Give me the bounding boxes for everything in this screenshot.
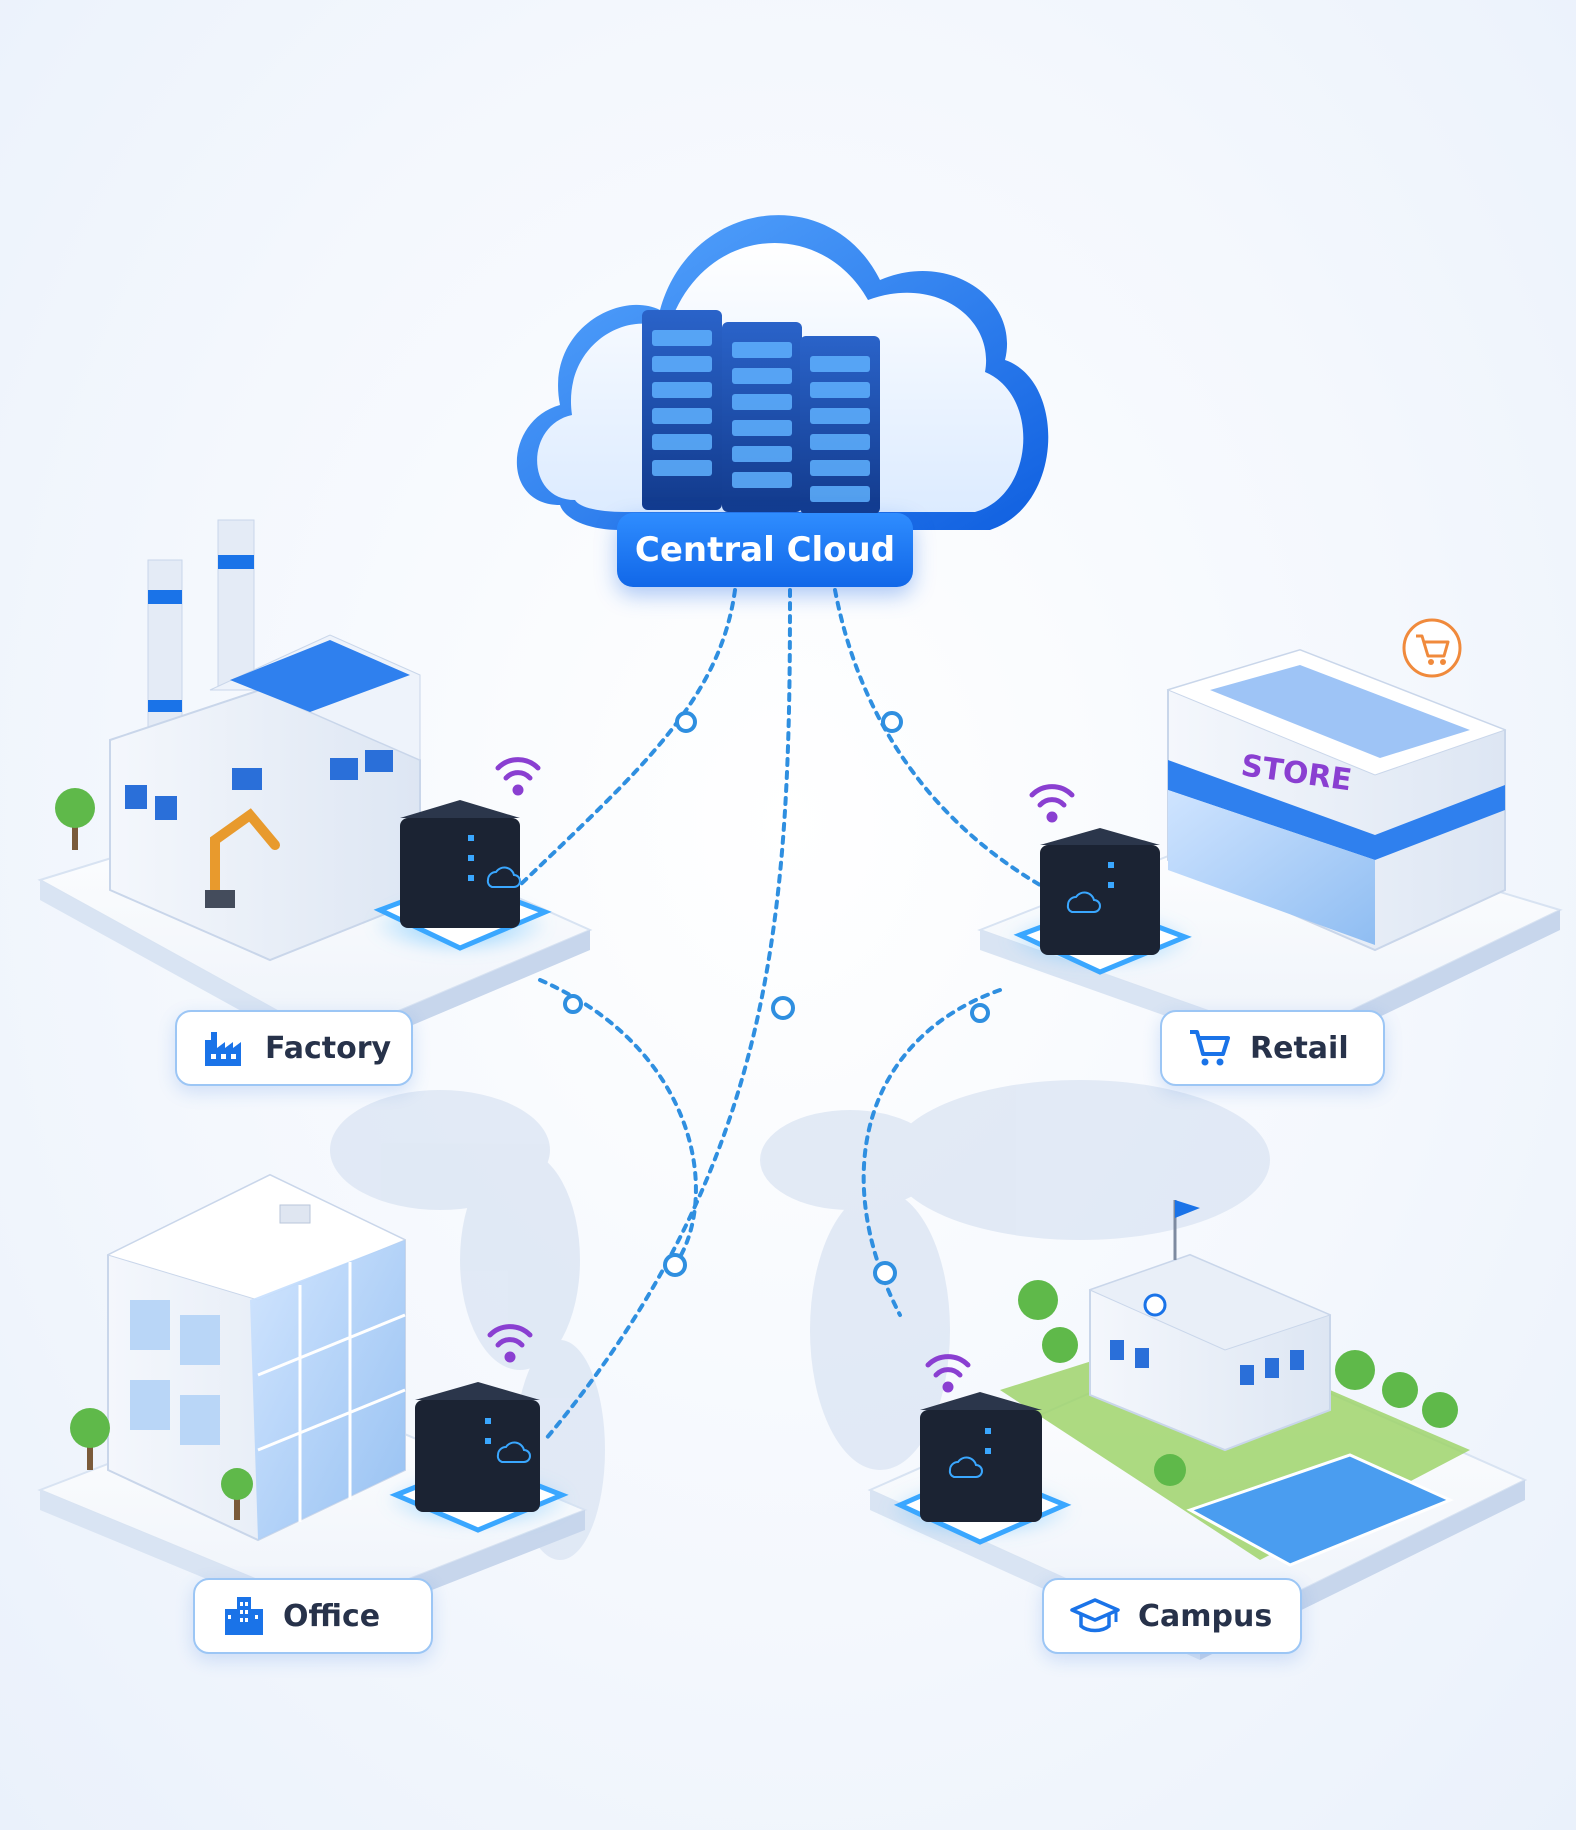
central-cloud-label: Central Cloud [617, 513, 913, 587]
factory-icon [205, 1032, 241, 1066]
edge-device-factory [370, 800, 552, 955]
server-rack-icon [642, 310, 880, 514]
tree-icon [70, 1408, 253, 1520]
link-factory-office [538, 978, 698, 1267]
tree-icon [1018, 1280, 1458, 1486]
cart-badge-icon [1402, 618, 1462, 678]
link-cloud-office [543, 588, 792, 1442]
site-label-text: Office [283, 1598, 381, 1634]
site-label-text: Retail [1250, 1030, 1349, 1066]
link-retail-campus [861, 988, 1002, 1317]
edge-device-office [383, 1382, 573, 1533]
wifi-icon [487, 1324, 533, 1363]
site-label-office: Office [193, 1578, 433, 1654]
link-cloud-factory [518, 588, 737, 887]
site-label-factory: Factory [175, 1010, 413, 1086]
site-label-text: Factory [265, 1030, 392, 1066]
wifi-icon [925, 1354, 971, 1393]
retail-site: STORE [977, 618, 1563, 1060]
tree-icon [55, 788, 95, 850]
wifi-icon [1029, 784, 1075, 823]
site-label-text: Campus [1138, 1598, 1273, 1634]
wifi-icon [495, 757, 541, 796]
edge-device-retail [1005, 828, 1195, 975]
edge-device-campus [885, 1392, 1075, 1545]
graduation-cap-icon [1070, 1598, 1120, 1633]
cart-icon [1190, 1030, 1230, 1066]
office-building-icon [225, 1597, 263, 1635]
link-nodes [563, 711, 990, 1285]
site-label-retail: Retail [1160, 1010, 1385, 1086]
central-cloud [516, 215, 1049, 530]
office-site [37, 1173, 588, 1630]
factory-site [37, 519, 593, 1060]
site-label-campus: Campus [1042, 1578, 1302, 1654]
link-cloud-retail [833, 588, 1042, 887]
network-links [518, 588, 1042, 1442]
